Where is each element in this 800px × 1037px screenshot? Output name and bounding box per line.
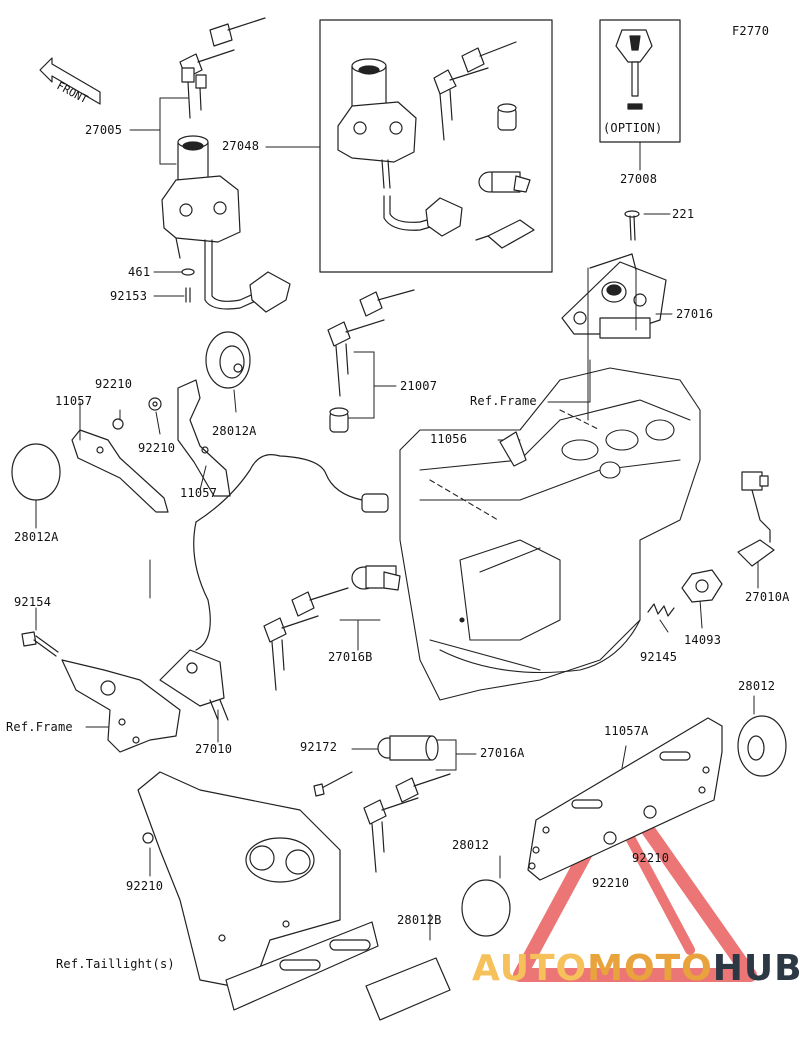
part-label-21007: 21007 <box>400 379 438 393</box>
part-label-27016B: 27016B <box>328 650 373 664</box>
front-arrow-icon: FRONT <box>39 57 101 106</box>
watermark-moto: MOTO <box>587 948 713 989</box>
part-label-11056: 11056 <box>430 432 468 446</box>
kit-27048-box <box>319 19 553 273</box>
part-label-28012A-b: 28012A <box>14 530 59 544</box>
part-label-92210-e: 92210 <box>592 876 630 890</box>
screw-221 <box>624 210 640 241</box>
part-label-27008: 27008 <box>620 172 658 186</box>
nuts-92210-left <box>112 397 162 430</box>
nuts-92210-right <box>603 805 657 845</box>
seat-lock-27016 <box>561 253 667 339</box>
option-key-27008 <box>615 29 653 110</box>
part-label-92154: 92154 <box>14 595 52 609</box>
bracket-11057A <box>527 717 723 881</box>
wire-connector-icon <box>361 493 389 513</box>
ref-frame-top: Ref.Frame <box>470 394 537 408</box>
part-label-11057-a: 11057 <box>55 394 93 408</box>
ignition-switch-27005 <box>161 17 291 313</box>
bracket-tail-lower <box>137 771 451 1021</box>
watermark-auto: AUTO <box>472 948 588 989</box>
bracket-11057-left <box>71 379 231 513</box>
watermark-logo: AUTOMOTOHUB <box>472 948 800 989</box>
part-label-28012-a: 28012 <box>738 679 776 693</box>
part-label-27016A: 27016A <box>480 746 525 760</box>
option-label: (OPTION) <box>603 121 663 135</box>
part-label-11057-b: 11057 <box>180 486 218 500</box>
key-set-27048 <box>337 41 535 249</box>
clip-11056 <box>499 431 527 467</box>
reflector-28012-right <box>737 715 787 777</box>
part-label-92210-c: 92210 <box>632 851 670 865</box>
part-label-11057A: 11057A <box>604 724 649 738</box>
ref-taillight: Ref.Taillight(s) <box>56 957 175 971</box>
part-label-461: 461 <box>128 265 151 279</box>
watermark-hub: HUB <box>712 948 800 989</box>
part-label-92210-a: 92210 <box>95 377 133 391</box>
part-label-92145: 92145 <box>640 650 678 664</box>
reflector-28012A-right <box>205 331 251 389</box>
switch-27010A <box>737 471 775 567</box>
ref-frame-left: Ref.Frame <box>6 720 73 734</box>
frame-section <box>399 367 701 701</box>
part-label-27010: 27010 <box>195 742 233 756</box>
part-label-92210-d: 92210 <box>126 879 164 893</box>
reflector-28012A-left <box>11 443 61 501</box>
spring-92145 <box>647 603 675 617</box>
part-label-28012-b: 28012 <box>452 838 490 852</box>
figure-id: F2770 <box>732 24 770 38</box>
nut-14093 <box>681 569 723 603</box>
wire-harness-upper <box>195 454 363 523</box>
part-label-14093: 14093 <box>684 633 722 647</box>
part-label-221: 221 <box>672 207 695 221</box>
part-label-92153: 92153 <box>110 289 148 303</box>
bracket-27010-left <box>61 649 229 753</box>
lock-27016B <box>263 565 401 691</box>
bolt-92154 <box>21 631 59 657</box>
part-label-27016: 27016 <box>676 307 714 321</box>
part-label-27048: 27048 <box>222 139 260 153</box>
part-label-28012B: 28012B <box>397 913 442 927</box>
part-label-28012A-a: 28012A <box>212 424 257 438</box>
key-set-21007 <box>327 289 415 433</box>
part-label-27010A: 27010A <box>745 590 790 604</box>
part-label-92210-b: 92210 <box>138 441 176 455</box>
wire-harness <box>193 521 211 651</box>
reflector-28012-left <box>461 879 511 937</box>
part-label-27005: 27005 <box>85 123 123 137</box>
part-label-92172: 92172 <box>300 740 338 754</box>
lock-27016A <box>313 735 451 873</box>
